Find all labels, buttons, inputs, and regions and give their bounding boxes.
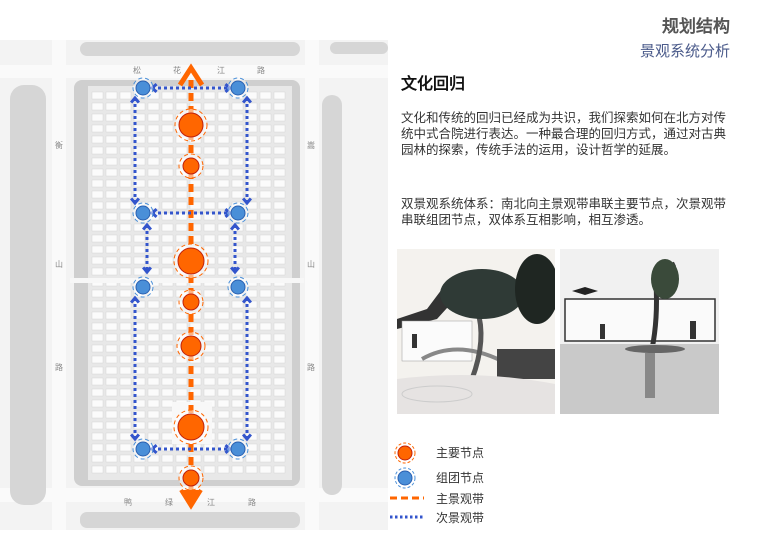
east-road	[305, 40, 319, 530]
landscape-plan-map: 松花江路鸭绿江路衡山路嵩山路	[0, 40, 388, 530]
road-label-north: 路	[257, 65, 265, 75]
legend-item-cluster-node: 组团节点	[388, 467, 538, 489]
arrowhead-icon	[229, 222, 241, 231]
tree-band	[10, 42, 388, 528]
legend-item-main-axis: 主景观带	[388, 488, 538, 508]
secondary-axis-line-icon	[390, 515, 424, 519]
ink-painting-garden-bridge	[397, 249, 555, 414]
arrowhead-icon	[241, 433, 253, 442]
main-node	[182, 469, 200, 487]
arrowhead-icon	[241, 95, 253, 104]
house-grid	[91, 91, 286, 474]
arrowhead-icon	[129, 95, 141, 104]
section-title: 文化回归	[401, 74, 466, 93]
section-paragraph-2: 双景观系统体系：南北向主景观带串联主要节点，次景观带串联组团节点，双体系互相影响…	[401, 196, 727, 227]
legend-label: 主要节点	[436, 446, 485, 460]
road-label-south: 绿	[165, 498, 173, 507]
arrowhead-icon	[141, 266, 153, 275]
cluster-node	[230, 279, 246, 295]
road-label-north: 花	[173, 65, 181, 75]
cluster-node	[230, 80, 246, 96]
road-label-west: 路	[55, 362, 63, 372]
main-node	[180, 335, 202, 357]
arrowhead-icon	[129, 433, 141, 442]
road-label-east: 山	[307, 259, 315, 269]
cluster-node	[230, 205, 246, 221]
arrowhead-icon	[129, 197, 141, 206]
road-label-south: 江	[207, 498, 215, 507]
cluster-node	[135, 441, 151, 457]
road-label-west: 山	[55, 259, 63, 269]
legend-item-main-node: 主要节点	[388, 442, 538, 464]
road-label-south: 路	[248, 497, 256, 507]
road-label-south: 鸭	[124, 497, 132, 507]
main-node	[178, 112, 204, 138]
cluster-node	[230, 441, 246, 457]
legend-label: 组团节点	[436, 471, 485, 485]
cluster-node-icon	[394, 467, 416, 489]
page-subtitle: 景观系统分析	[639, 42, 730, 60]
road-label-east: 嵩	[307, 141, 315, 150]
road-label-north: 松	[133, 65, 141, 75]
cluster-node	[135, 205, 151, 221]
main-node	[182, 293, 200, 311]
arrow-down-icon	[179, 488, 203, 510]
arrowhead-icon	[241, 197, 253, 206]
arrowhead-icon	[241, 295, 253, 304]
cluster-node	[135, 279, 151, 295]
road-label-east: 路	[307, 362, 315, 372]
arrowhead-icon	[141, 222, 153, 231]
arrow-up-icon	[177, 63, 205, 87]
west-road	[52, 40, 66, 530]
main-node	[182, 157, 200, 175]
page-title: 规划结构	[662, 17, 730, 37]
main-axis-line-icon	[390, 496, 424, 500]
main-node	[177, 247, 205, 275]
road-label-west: 衡	[55, 140, 63, 150]
arrowhead-icon	[229, 266, 241, 275]
arrowhead-icon	[129, 295, 141, 304]
main-node-icon	[394, 442, 416, 464]
legend-label: 主景观带	[436, 492, 485, 506]
main-node	[177, 413, 205, 441]
road-label-north: 江	[217, 66, 225, 75]
legend-item-secondary-axis: 次景观带	[388, 507, 538, 527]
cluster-node	[135, 80, 151, 96]
ink-painting-white-walls-tree	[560, 249, 719, 414]
legend-label: 次景观带	[436, 511, 485, 525]
section-paragraph-1: 文化和传统的回归已经成为共识，我们探索如何在北方对传统中式合院进行表达。一种最合…	[401, 110, 727, 157]
